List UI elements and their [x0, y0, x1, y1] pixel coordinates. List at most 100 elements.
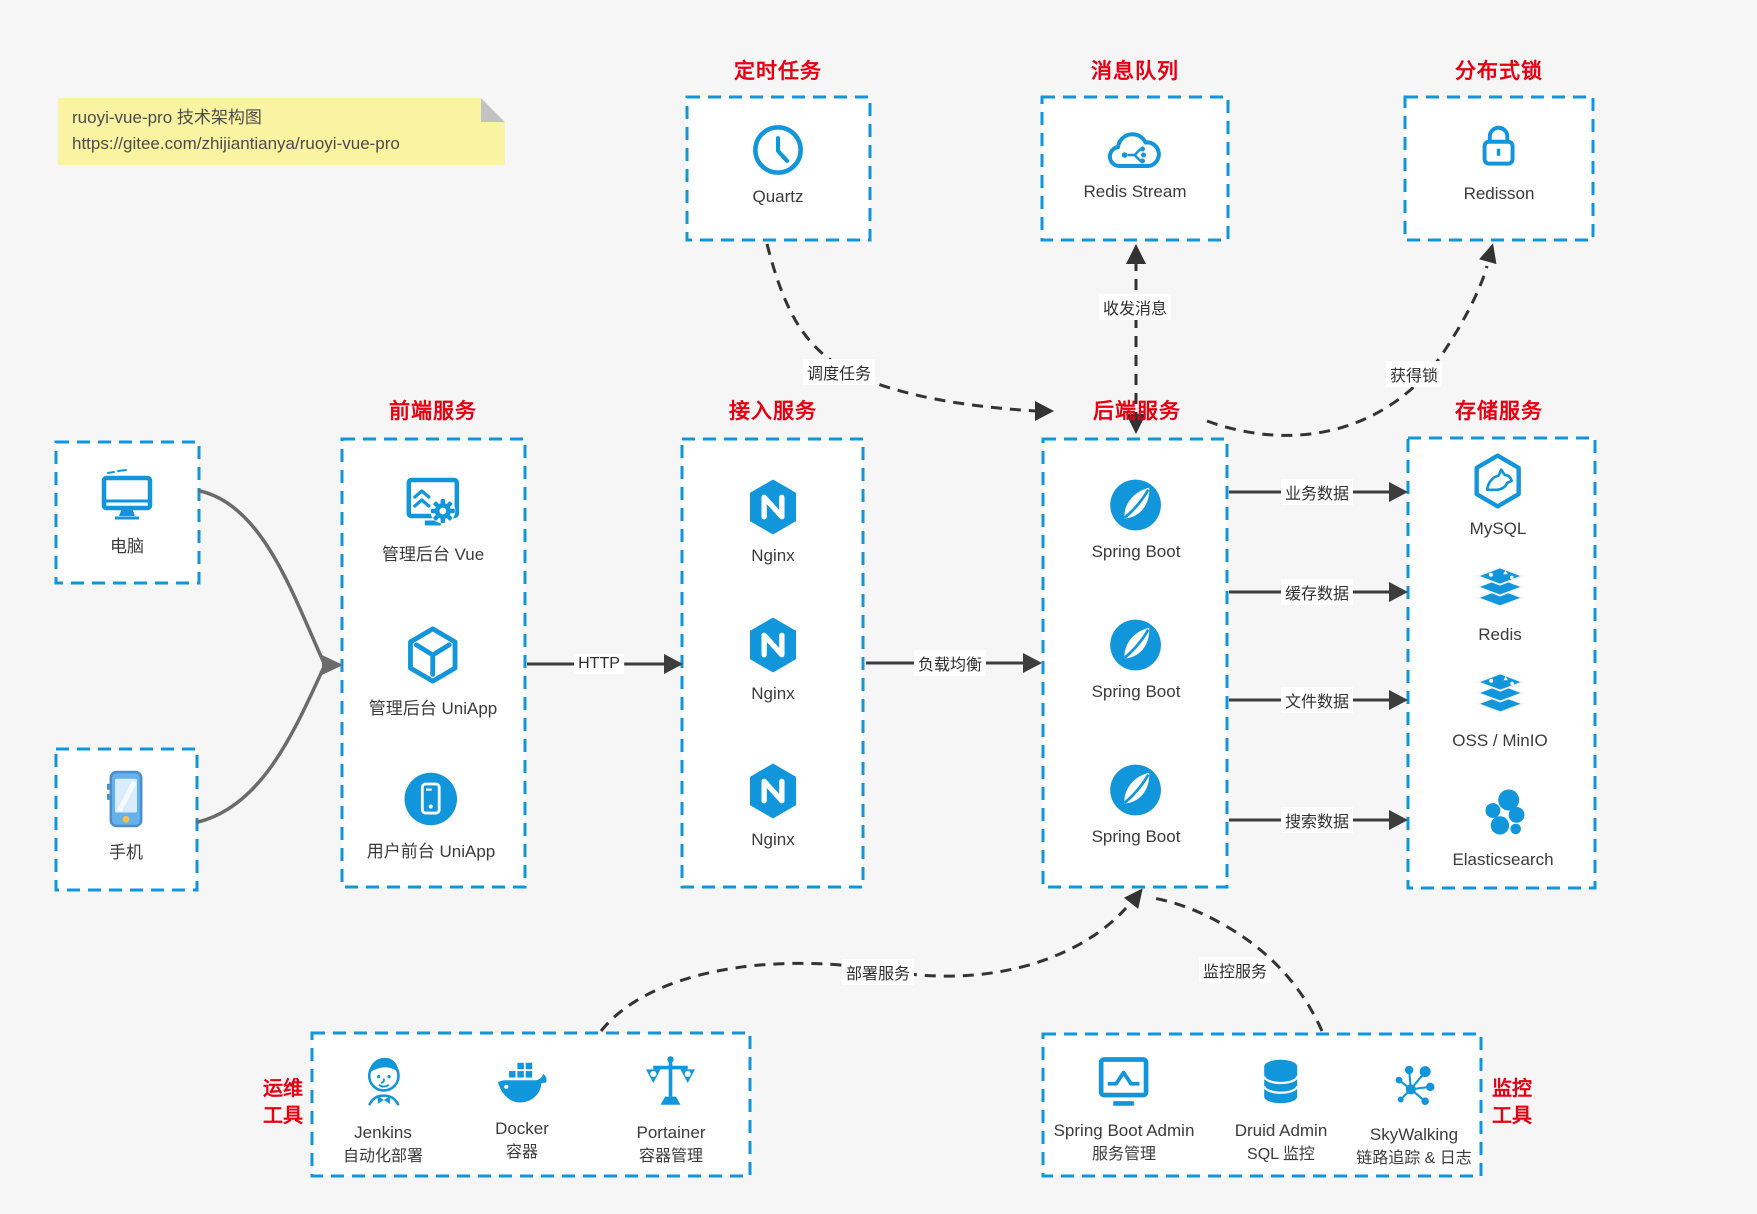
edge-label-deploy-service: 部署服务	[841, 959, 915, 985]
nginx-icon	[749, 763, 797, 819]
gateway-group-title: 接入服务	[729, 400, 817, 423]
node-elasticsearch: Elasticsearch	[1452, 786, 1554, 870]
edge-label-schedule-job: 调度任务	[802, 359, 876, 385]
edge-label-load-balance: 负载均衡	[913, 650, 987, 676]
node-label: MySQL	[1469, 519, 1527, 538]
skywalking-icon	[1395, 1065, 1435, 1105]
frontend-group-title: 前端服务	[389, 400, 477, 423]
node-redis: Redis	[1471, 565, 1529, 645]
docker-whale-icon	[498, 1062, 547, 1103]
edge-clients-arrowhead	[322, 655, 343, 675]
node-desc: 服务管理	[1091, 1146, 1156, 1163]
edge-acquire-lock-curve	[1206, 265, 1489, 437]
node-admin-vue: 管理后台 Vue	[382, 472, 484, 565]
node-skywalking: SkyWalking 链路追踪 & 日志	[1356, 1058, 1472, 1171]
node-nginx-3: Nginx	[744, 760, 802, 850]
gear-icon	[430, 498, 456, 524]
node-label: 电脑	[110, 537, 144, 556]
node-object-storage: OSS / MinIO	[1452, 671, 1548, 751]
node-nginx-2: Nginx	[744, 614, 802, 704]
clock-icon	[753, 125, 803, 175]
node-spring-boot-3: Spring Boot	[1091, 761, 1181, 847]
node-label: Nginx	[751, 684, 795, 703]
node-label: 管理后台 UniApp	[368, 699, 498, 718]
edge-label-send-receive-msg: 收发消息	[1098, 294, 1172, 320]
druid-database-icon	[1263, 1059, 1299, 1104]
node-label: OSS / MinIO	[1452, 731, 1548, 750]
message-queue-title: 消息队列	[1091, 60, 1179, 83]
node-spring-boot-1: Spring Boot	[1091, 476, 1181, 562]
lock-icon	[1483, 125, 1515, 166]
note-fold-corner	[481, 98, 505, 122]
spring-boot-icon	[1110, 479, 1162, 531]
node-label: Jenkins	[354, 1123, 412, 1142]
node-druid-admin: Druid Admin SQL 监控	[1234, 1056, 1328, 1167]
portainer-scales-icon	[646, 1056, 696, 1105]
desktop-icon	[101, 469, 153, 520]
spring-boot-admin-icon	[1099, 1057, 1149, 1106]
node-mysql: MySQL	[1469, 451, 1527, 539]
elasticsearch-icon	[1485, 789, 1524, 835]
admin-vue-icon	[406, 477, 460, 526]
node-label: Spring Boot	[1091, 542, 1181, 561]
node-label: 用户前台 UniApp	[366, 842, 496, 861]
edge-label-file-data: 文件数据	[1280, 687, 1354, 713]
node-label: Quartz	[752, 187, 804, 206]
note-card: ruoyi-vue-pro 技术架构图 https://gitee.com/zh…	[58, 98, 505, 165]
backend-group-title: 后端服务	[1093, 400, 1181, 423]
edge-pc-to-frontend	[198, 489, 325, 663]
edge-label-http: HTTP	[574, 654, 624, 674]
object-storage-icon	[1474, 672, 1526, 714]
node-redisson: Redisson	[1464, 118, 1534, 204]
node-redis-stream: Redis Stream	[1083, 122, 1187, 202]
node-jenkins: Jenkins 自动化部署	[343, 1050, 423, 1169]
jenkins-icon	[367, 1057, 400, 1106]
edge-label-monitor-service: 监控服务	[1198, 957, 1272, 983]
edge-label-cache-data: 缓存数据	[1280, 579, 1354, 605]
smartphone-icon	[107, 770, 143, 828]
node-label: Elasticsearch	[1452, 850, 1554, 869]
node-label: Spring Boot	[1091, 827, 1181, 846]
edge-schedule-job-curve	[765, 243, 1037, 413]
node-label: Spring Boot	[1091, 682, 1181, 701]
node-user-uniapp: 用户前台 UniApp	[367, 769, 495, 862]
node-label: Spring Boot Admin	[1053, 1121, 1195, 1140]
node-desc: 容器管理	[638, 1148, 704, 1165]
storage-group-title: 存储服务	[1455, 400, 1543, 423]
note-line1: ruoyi-vue-pro 技术架构图	[72, 108, 262, 127]
ops-tools-title: 运维 工具	[263, 1078, 303, 1127]
node-label: Nginx	[751, 830, 795, 849]
node-desc: 自动化部署	[342, 1148, 424, 1165]
node-label: Redis	[1478, 625, 1522, 644]
node-label: Nginx	[751, 546, 795, 565]
node-label: Druid Admin	[1234, 1121, 1328, 1140]
node-label: 管理后台 Vue	[381, 545, 485, 564]
node-label: SkyWalking	[1369, 1125, 1459, 1144]
monitor-tools-title: 监控 工具	[1492, 1078, 1532, 1127]
node-spring-boot-admin: Spring Boot Admin 服务管理	[1053, 1052, 1195, 1167]
uniapp-hexagon-icon	[408, 626, 458, 684]
node-pc-client: 电脑	[95, 466, 159, 557]
node-desc: 链路追踪 & 日志	[1356, 1150, 1472, 1167]
nginx-icon	[749, 479, 797, 535]
node-label: Redis Stream	[1083, 182, 1187, 201]
node-spring-boot-2: Spring Boot	[1091, 616, 1181, 702]
note-line2: https://gitee.com/zhijiantianya/ruoyi-vu…	[72, 134, 400, 153]
edge-mobile-to-frontend	[196, 667, 325, 824]
spring-boot-icon	[1110, 764, 1162, 816]
node-mobile-client: 手机	[99, 768, 153, 863]
cloud-stream-icon	[1108, 132, 1162, 169]
nginx-icon	[749, 617, 797, 673]
node-label: Portainer	[636, 1123, 706, 1142]
node-nginx-1: Nginx	[744, 476, 802, 566]
uniapp-app-icon	[404, 772, 458, 826]
mysql-icon	[1474, 453, 1522, 509]
distributed-lock-title: 分布式锁	[1455, 60, 1543, 83]
node-label: 手机	[109, 843, 143, 862]
note-text: ruoyi-vue-pro 技术架构图 https://gitee.com/zh…	[58, 98, 505, 157]
node-label: Docker	[495, 1119, 549, 1138]
node-desc: SQL 监控	[1247, 1146, 1315, 1163]
scheduled-job-title: 定时任务	[734, 60, 822, 83]
node-desc: 容器	[505, 1144, 538, 1161]
